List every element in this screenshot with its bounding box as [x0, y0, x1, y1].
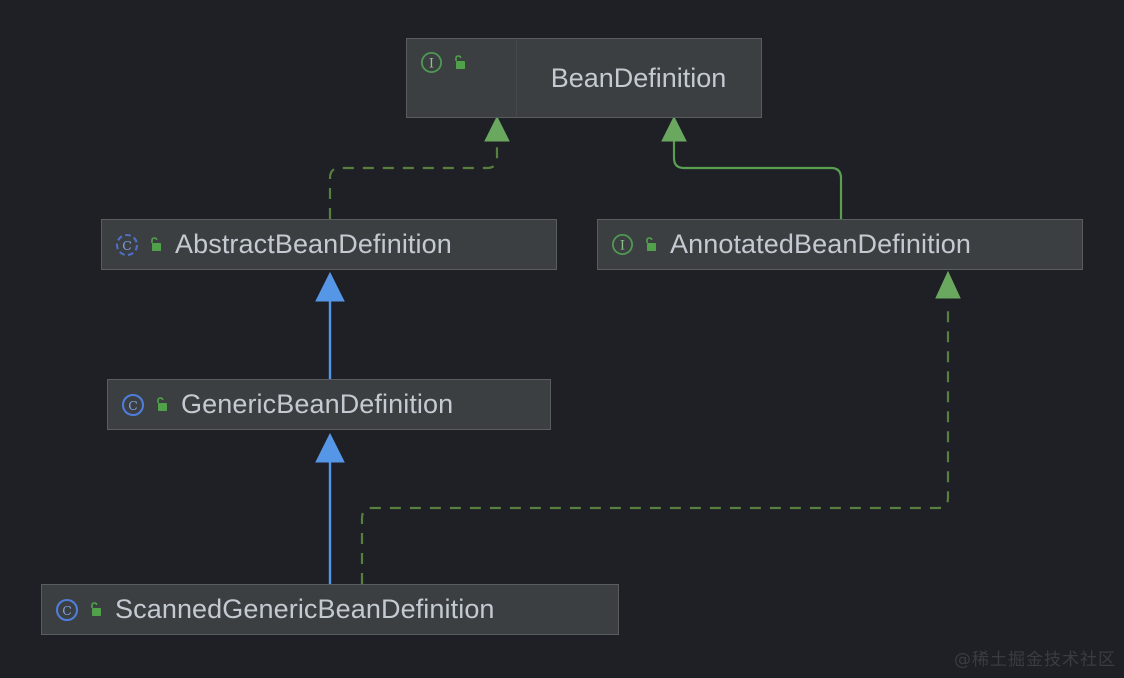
- node-icon-group: C: [108, 392, 169, 418]
- node-label-bean-definition: BeanDefinition: [550, 62, 727, 93]
- interface-icon: I: [610, 232, 635, 257]
- node-icon-group: I: [419, 50, 467, 75]
- edge-annotated-extends-beandefinition: [661, 115, 843, 219]
- node-label-abstract-bean-definition: AbstractBeanDefinition: [175, 229, 452, 259]
- class-icon: C: [54, 597, 80, 623]
- node-scanned-generic-bean-definition[interactable]: C ScannedGenericBeanDefinition: [41, 584, 619, 635]
- node-annotated-bean-definition[interactable]: I AnnotatedBeanDefinition: [597, 219, 1083, 270]
- svg-text:C: C: [122, 237, 132, 252]
- node-icon-group: C: [102, 232, 163, 258]
- unlocked-padlock-icon: [451, 54, 467, 71]
- svg-text:C: C: [128, 397, 138, 412]
- edge-scanned-extends-generic: [315, 432, 345, 584]
- class-icon: C: [120, 392, 146, 418]
- node-abstract-bean-definition[interactable]: C AbstractBeanDefinition: [101, 219, 557, 270]
- node-icon-group: C: [42, 597, 103, 623]
- unlocked-padlock-icon: [642, 236, 658, 253]
- watermark: @稀土掘金技术社区: [954, 650, 1116, 670]
- node-icon-group: I: [598, 232, 658, 257]
- edge-abstract-implements-beandefinition: [328, 115, 510, 219]
- unlocked-padlock-icon: [87, 601, 103, 618]
- unlocked-padlock-icon: [147, 236, 163, 253]
- abstract-class-icon: C: [114, 232, 140, 258]
- svg-text:C: C: [62, 602, 72, 617]
- node-generic-bean-definition[interactable]: C GenericBeanDefinition: [107, 379, 551, 430]
- svg-text:I: I: [429, 57, 434, 72]
- node-bean-definition[interactable]: I BeanDefinition: [406, 38, 762, 118]
- unlocked-padlock-icon: [153, 396, 169, 413]
- node-label-scanned-generic-bean-definition: ScannedGenericBeanDefinition: [115, 594, 495, 624]
- node-label-generic-bean-definition: GenericBeanDefinition: [181, 389, 454, 419]
- node-label-annotated-bean-definition: AnnotatedBeanDefinition: [670, 229, 972, 259]
- node-icon-divider: [516, 40, 517, 116]
- svg-text:I: I: [620, 239, 625, 254]
- interface-icon: I: [419, 50, 444, 75]
- edge-generic-extends-abstract: [315, 271, 345, 379]
